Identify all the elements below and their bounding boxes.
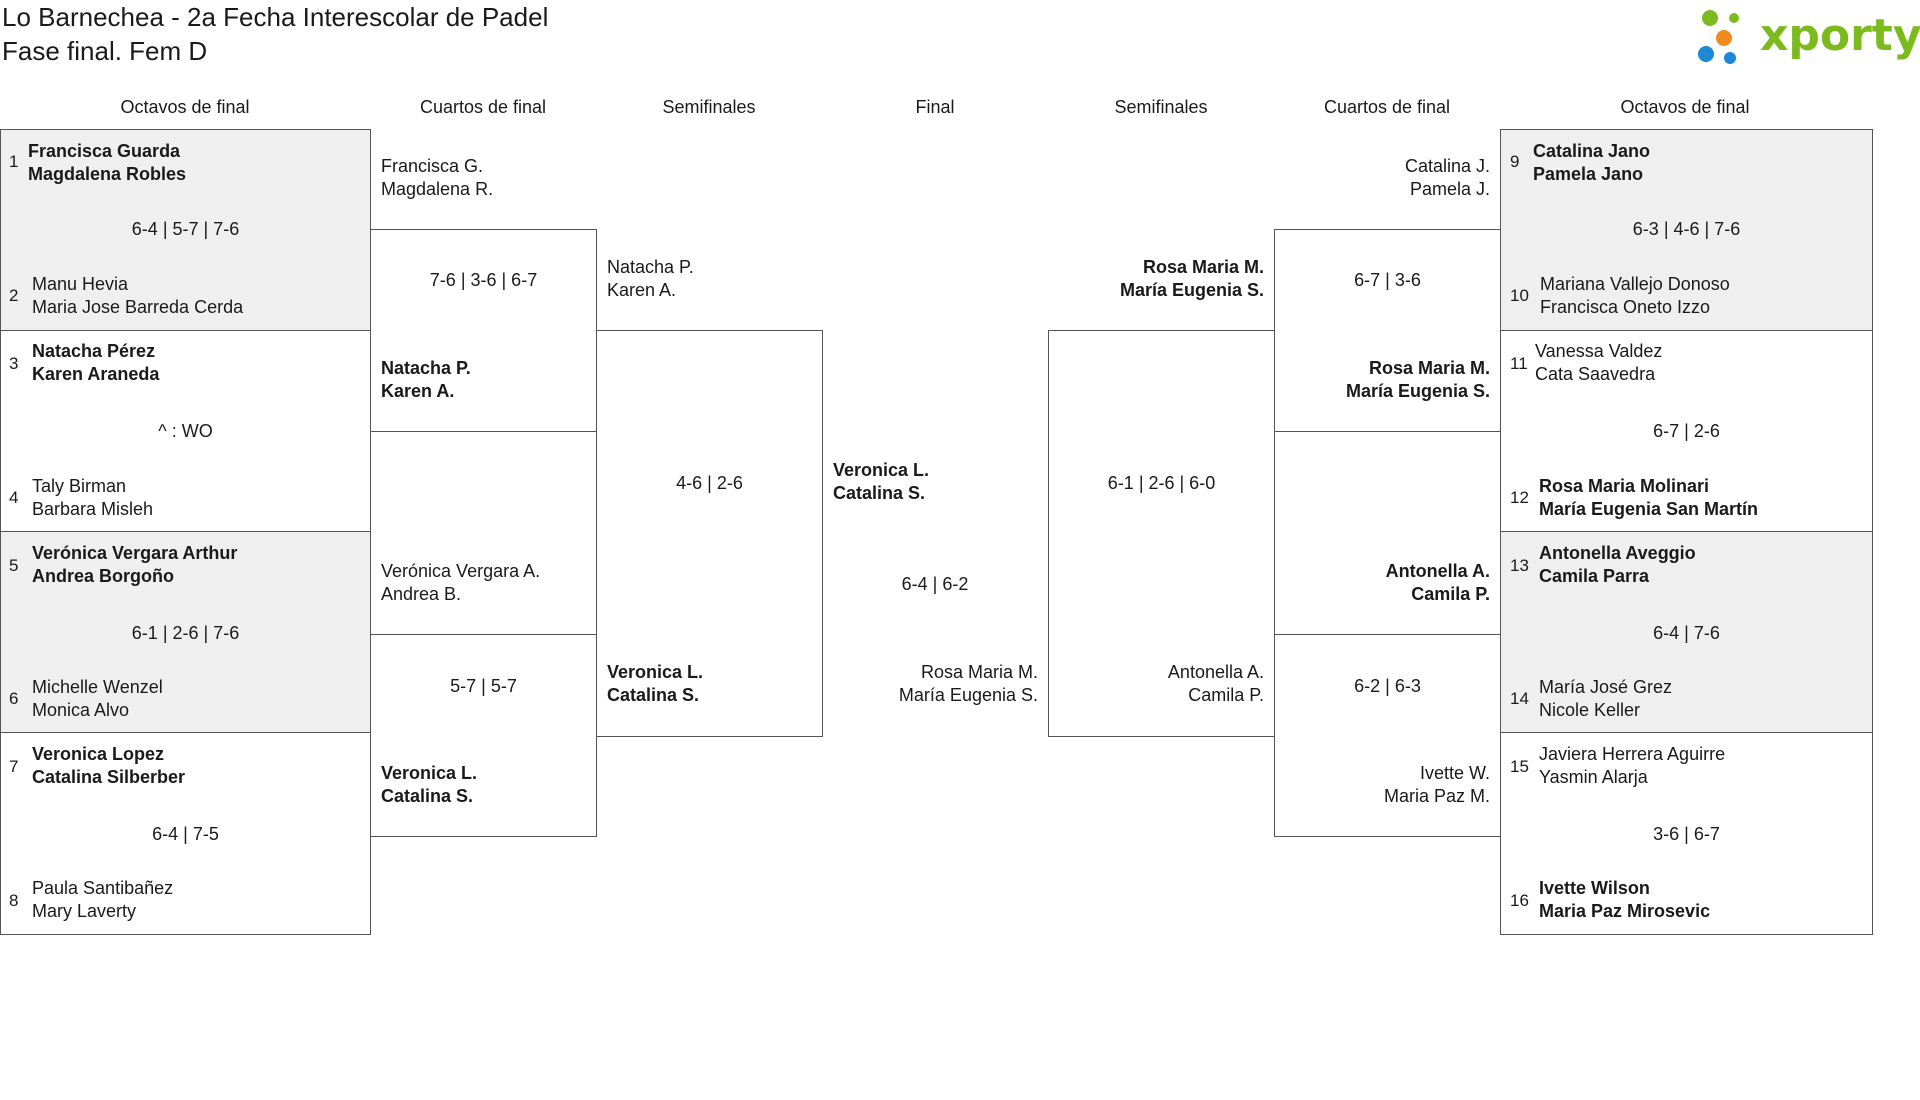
team-name: Ivette W.Maria Paz M. (1383, 763, 1490, 806)
match-score: 6-7 | 2-6 (1653, 421, 1720, 441)
match-score: 6-4 | 7-5 (152, 824, 219, 844)
final-team-a: Veronica L.Catalina S. (833, 460, 930, 503)
page-title: Lo Barnechea - 2a Fecha Interescolar de … (2, 2, 549, 32)
match-score: 6-2 | 6-3 (1354, 676, 1421, 696)
match-score: 6-3 | 4-6 | 7-6 (1632, 219, 1741, 239)
match-score: ^ : WO (158, 421, 213, 441)
team-name: Veronica L.Catalina S. (381, 763, 478, 806)
seed-number: 13 (1510, 556, 1529, 575)
match-score: 6-1 | 2-6 | 6-0 (1107, 473, 1216, 493)
match-right-r16-1[interactable] (1500, 129, 1873, 331)
match-score: 6-7 | 3-6 (1354, 270, 1421, 290)
match-right-sf[interactable] (1048, 330, 1275, 737)
match-score: 6-4 | 5-7 | 7-6 (131, 219, 240, 239)
logo-dot-blue2 (1724, 52, 1736, 64)
match-score: 4-6 | 2-6 (676, 473, 743, 493)
header-right-sf: Semifinales (1114, 97, 1208, 117)
final-team-b: Rosa Maria M.María Eugenia S. (898, 662, 1038, 705)
seed-number: 15 (1510, 757, 1529, 776)
seed-number: 8 (9, 891, 19, 910)
seed-number: 3 (9, 354, 19, 373)
seed-number: 5 (9, 556, 19, 575)
header-final: Final (915, 97, 955, 117)
logo-dot-green2 (1729, 13, 1739, 23)
seed-number: 4 (9, 488, 19, 507)
team-name: Veronica L.Catalina S. (607, 662, 704, 705)
header-right-qf: Cuartos de final (1323, 97, 1451, 117)
seed-number: 14 (1510, 689, 1529, 708)
team-name: Verónica Vergara A.Andrea B. (381, 561, 541, 604)
page-subtitle: Fase final. Fem D (2, 36, 208, 66)
seed-number: 10 (1510, 286, 1529, 305)
header-left-sf: Semifinales (662, 97, 756, 117)
match-left-r16-3[interactable] (0, 531, 371, 733)
team-name: Antonella A.Camila P. (1167, 662, 1264, 705)
header-right-r16: Octavos de final (1620, 97, 1750, 117)
match-left-sf[interactable] (596, 330, 823, 737)
seed-number: 6 (9, 689, 19, 708)
seed-number: 12 (1510, 488, 1529, 507)
seed-number: 11 (1510, 354, 1528, 373)
team-name: Rosa Maria M.María Eugenia S. (1345, 358, 1490, 401)
seed-number: 7 (9, 757, 19, 776)
header-left-qf: Cuartos de final (419, 97, 547, 117)
team-name: Natacha P.Karen A. (381, 358, 471, 401)
match-score: 7-6 | 3-6 | 6-7 (429, 270, 538, 290)
logo-dot-orange (1716, 30, 1732, 46)
match-score: 6-4 | 7-6 (1653, 623, 1720, 643)
team-name: Francisca G.Magdalena R. (381, 156, 494, 199)
xporty-logo[interactable]: xporty (1696, 4, 1920, 70)
logo-dot-green (1702, 10, 1718, 26)
match-left-r16-1[interactable] (0, 129, 371, 331)
match-score: 6-1 | 2-6 | 7-6 (131, 623, 240, 643)
match-score: 5-7 | 5-7 (450, 676, 517, 696)
team-name: Antonella A.Camila P. (1385, 561, 1490, 604)
seed-number: 9 (1510, 152, 1520, 171)
team-name: Natacha P.Karen A. (607, 257, 694, 300)
seed-number: 1 (9, 152, 19, 171)
team-name: Catalina J.Pamela J. (1404, 156, 1490, 199)
seed-number: 2 (9, 286, 19, 305)
logo-dot-blue (1698, 46, 1714, 62)
seed-number: 16 (1510, 891, 1529, 910)
match-right-r16-4[interactable] (1500, 732, 1873, 935)
final-score: 6-4 | 6-2 (901, 574, 969, 594)
match-score: 3-6 | 6-7 (1653, 824, 1720, 844)
header-left-r16: Octavos de final (120, 97, 250, 117)
logo-text: xporty (1760, 10, 1920, 61)
team-name: Rosa Maria M.María Eugenia S. (1119, 257, 1264, 300)
